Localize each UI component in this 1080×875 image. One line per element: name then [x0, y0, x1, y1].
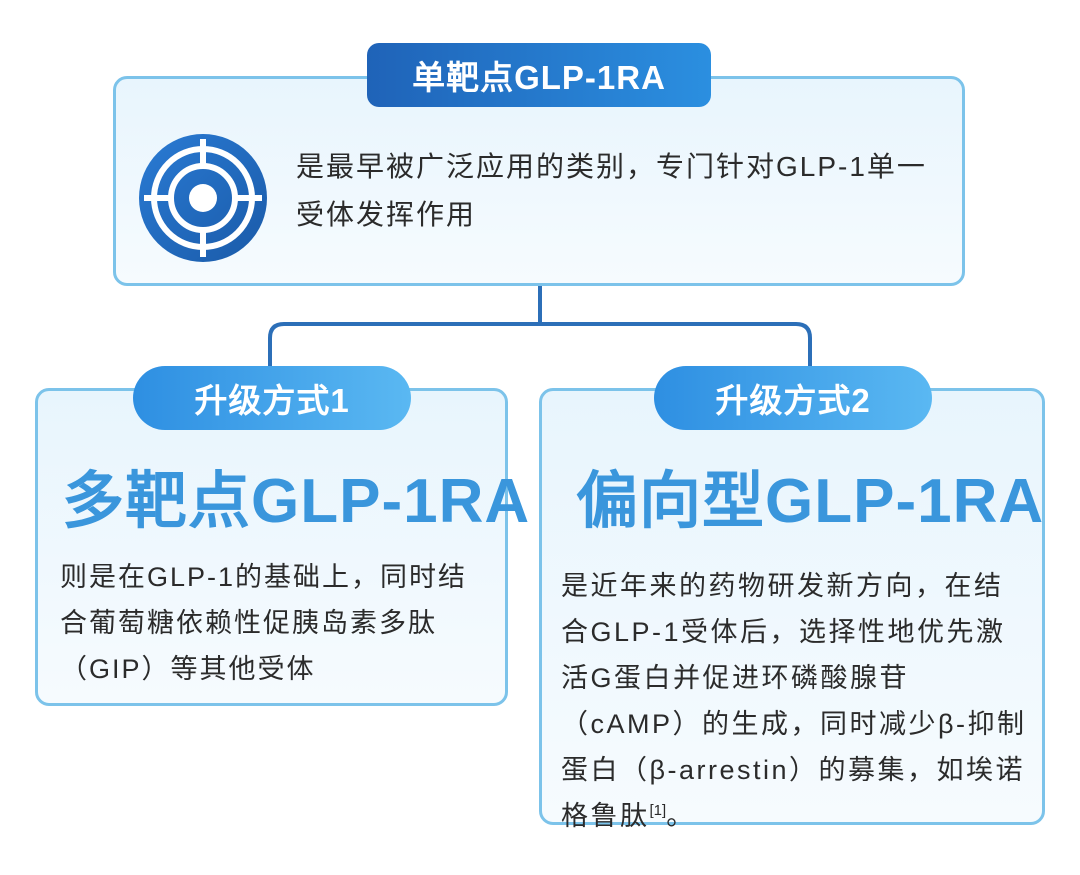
sentence-end: 。 [666, 801, 696, 831]
reference-marker: [1] [649, 802, 667, 819]
single-target-pill: 单靶点GLP-1RA [367, 43, 711, 107]
multi-target-description: 则是在GLP-1的基础上，同时结合葡萄糖依赖性促胰岛素多肽（GIP）等其他受体 [60, 562, 468, 684]
biased-description: 是近年来的药物研发新方向，在结合GLP-1受体后，选择性地优先激活G蛋白并促进环… [561, 563, 1031, 839]
upgrade-1-pill: 升级方式1 [133, 366, 411, 430]
biased-title: 偏向型GLP-1RA [576, 467, 1045, 536]
biased-description-text: 是近年来的药物研发新方向，在结合GLP-1受体后，选择性地优先激活G蛋白并促进环… [561, 571, 1027, 831]
multi-target-title: 多靶点GLP-1RA [62, 467, 531, 536]
upgrade-2-pill: 升级方式2 [654, 366, 932, 430]
target-icon [139, 134, 267, 262]
single-target-description: 是最早被广泛应用的类别，专门针对GLP-1单一受体发挥作用 [296, 151, 927, 230]
